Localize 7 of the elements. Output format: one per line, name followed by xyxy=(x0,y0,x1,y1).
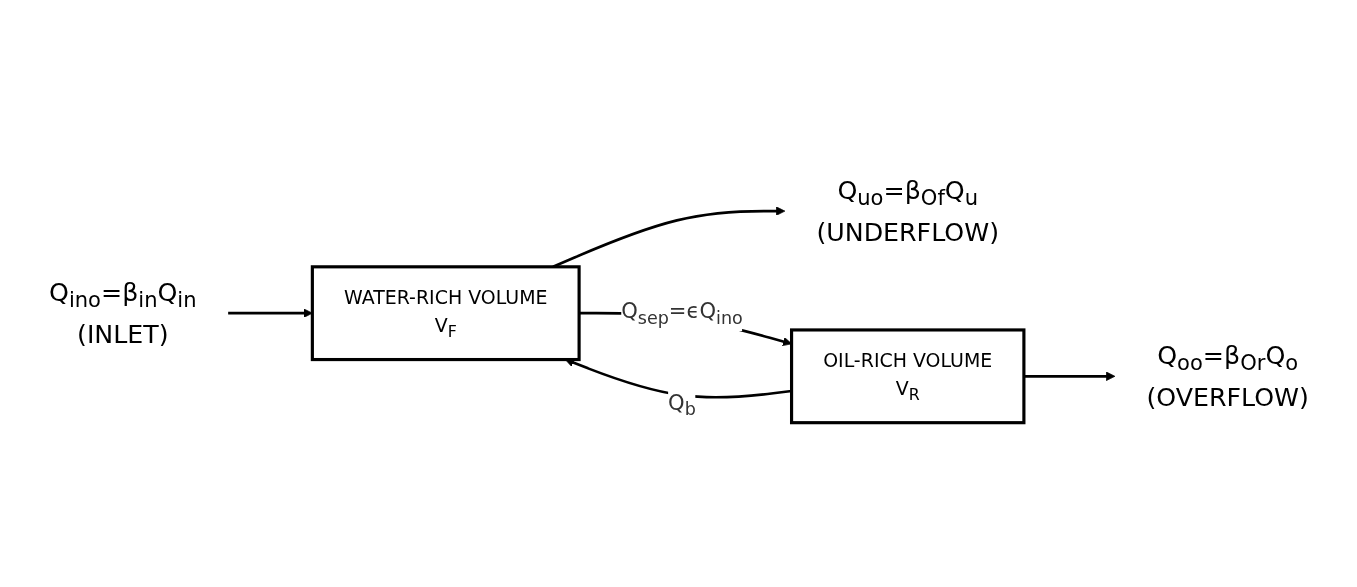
node-box: OIL-RICH VOLUME V$_{R}$ xyxy=(789,328,1025,425)
node-text: Q$_{oo}$=β$_{Or}$Q$_{o}$ (OVERFLOW) xyxy=(1145,340,1309,412)
edge-label: Q$_{sep}$=ϵQ$_{ino}$ xyxy=(620,298,743,328)
node-text: Q$_{uo}$=β$_{Of}$Q$_{u}$ (UNDERFLOW) xyxy=(815,175,999,247)
node-box: WATER-RICH VOLUME V$_{F}$ xyxy=(310,265,581,361)
node-text: Q$_{ino}$=β$_{in}$Q$_{in}$ (INLET) xyxy=(48,277,197,349)
edge-label: Q$_{b}$ xyxy=(667,389,696,420)
